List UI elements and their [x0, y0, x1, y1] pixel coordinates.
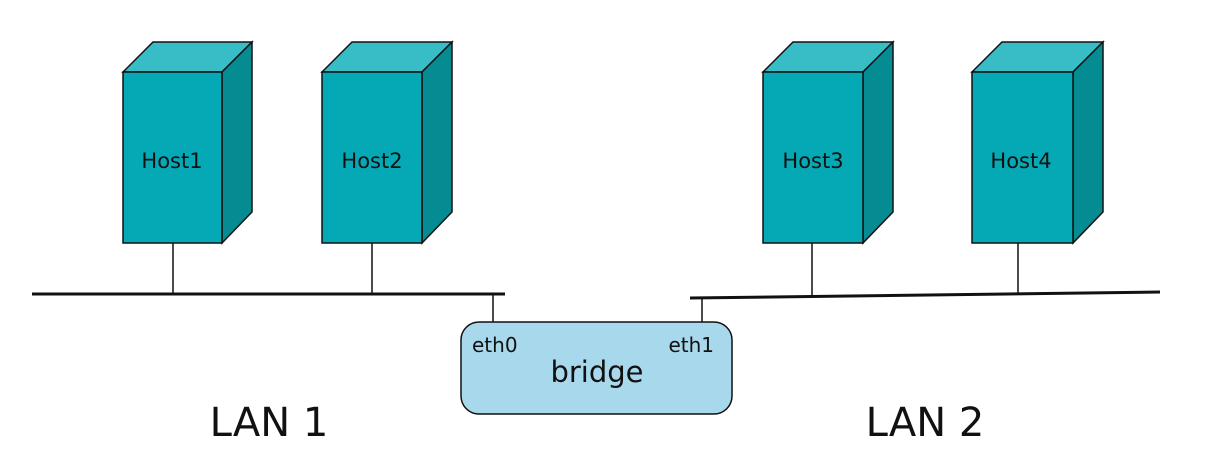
host-2: Host2 — [320, 40, 454, 294]
host-1-side — [221, 40, 253, 245]
host-4-front — [971, 71, 1074, 244]
host-3-label: Host3 — [782, 149, 843, 173]
host-1-label: Host1 — [141, 149, 202, 173]
host-4-label: Host4 — [990, 149, 1051, 173]
lan-1-label: LAN 1 — [210, 400, 329, 446]
host-4-side — [1072, 40, 1104, 245]
host-4: Host4 — [970, 40, 1105, 294]
host-3-front — [762, 71, 864, 244]
bridge: eth0 eth1 bridge — [460, 321, 733, 415]
eth0-label: eth0 — [472, 333, 518, 357]
host-1-front — [122, 71, 223, 244]
bridge-label: bridge — [550, 355, 643, 389]
bridge-box — [460, 321, 733, 415]
host-3: Host3 — [761, 40, 895, 295]
eth1-label: eth1 — [668, 333, 714, 357]
lan-2-bus — [689, 290, 1161, 300]
host-2-front — [321, 71, 423, 244]
host-2-label: Host2 — [341, 149, 402, 173]
host-1: Host1 — [121, 40, 254, 294]
host-2-side — [421, 40, 453, 245]
host-3-side — [862, 40, 894, 245]
lan-2-label: LAN 2 — [866, 400, 985, 446]
